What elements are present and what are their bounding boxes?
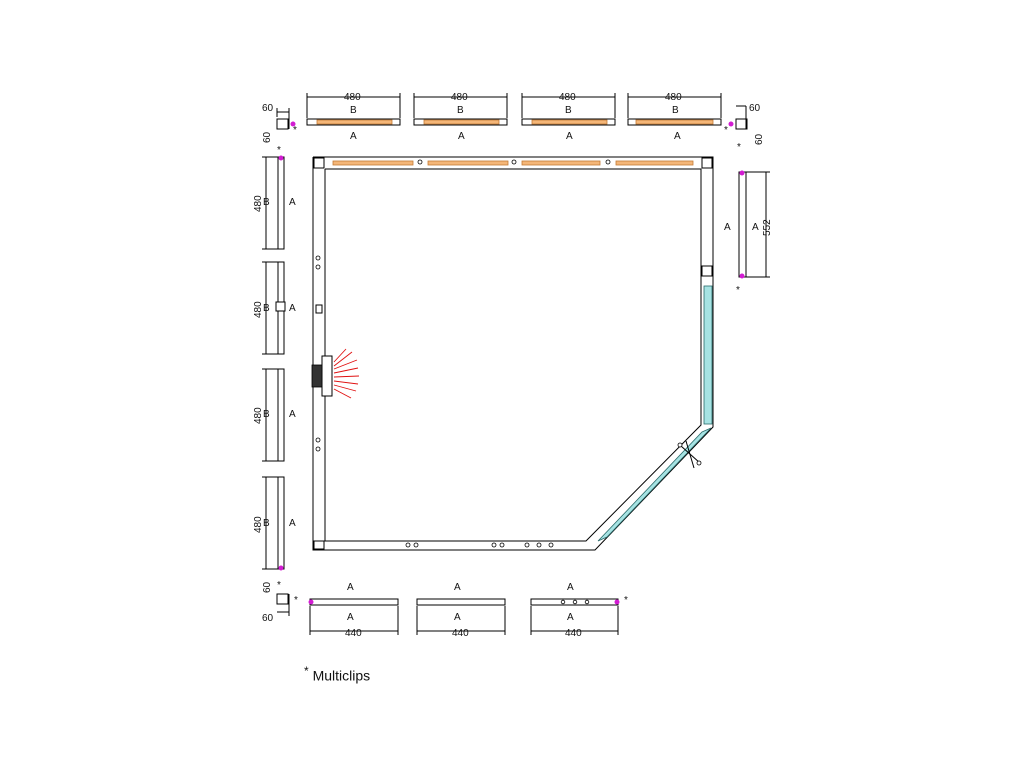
dim-480: 480 bbox=[253, 301, 264, 318]
multiclip-marker bbox=[728, 121, 734, 127]
star-mark: * bbox=[736, 285, 740, 296]
star-mark: * bbox=[737, 142, 741, 153]
top-panel-2: 480 B A bbox=[413, 92, 508, 142]
multiclip-marker bbox=[308, 599, 314, 605]
dim-60: 60 bbox=[262, 613, 274, 624]
label-a: A bbox=[567, 612, 574, 623]
dim-440: 440 bbox=[345, 628, 362, 639]
dim-480: 480 bbox=[253, 195, 264, 212]
label-b: B bbox=[457, 105, 464, 116]
left-panel-4: 480 B A bbox=[253, 476, 296, 571]
top-panel-3: 480 B A bbox=[521, 92, 616, 142]
dim-480: 480 bbox=[253, 516, 264, 533]
star-mark: * bbox=[277, 580, 281, 591]
door-handle bbox=[677, 440, 702, 469]
glass-panel-right bbox=[703, 285, 713, 425]
dim-60: 60 bbox=[262, 103, 274, 114]
label-a: A bbox=[458, 131, 465, 142]
glass-door-diagonal bbox=[597, 427, 712, 542]
top-left-corner-piece: 60 60 * bbox=[262, 103, 297, 143]
label-a: A bbox=[566, 131, 573, 142]
dim-440: 440 bbox=[565, 628, 582, 639]
left-panel-1: 480 B A bbox=[253, 155, 296, 250]
label-a: A bbox=[347, 582, 354, 593]
multiclip-marker bbox=[278, 155, 284, 161]
label-a: A bbox=[350, 131, 357, 142]
left-panel-3: 480 B A bbox=[253, 368, 296, 462]
multiclip-marker bbox=[739, 273, 745, 279]
star-mark: * bbox=[624, 595, 628, 606]
label-a: A bbox=[289, 303, 296, 314]
bottom-left-corner-piece: 60 60 * bbox=[262, 581, 298, 624]
dim-552: 552 bbox=[762, 219, 773, 236]
label-b: B bbox=[263, 197, 270, 208]
legend-text: Multiclips bbox=[312, 667, 371, 684]
dim-60: 60 bbox=[754, 133, 765, 145]
dim-480: 480 bbox=[665, 92, 682, 103]
dim-60: 60 bbox=[749, 103, 761, 114]
star-mark: * bbox=[293, 125, 297, 136]
label-b: B bbox=[672, 105, 679, 116]
multiclip-marker bbox=[278, 565, 284, 571]
label-a: A bbox=[567, 582, 574, 593]
dim-480: 480 bbox=[344, 92, 361, 103]
top-panel-row: 60 60 * 60 60 * 480 B A bbox=[262, 92, 765, 145]
dim-480: 480 bbox=[253, 407, 264, 424]
star-mark: * bbox=[277, 145, 281, 156]
top-panel-4: 480 B A bbox=[627, 92, 722, 142]
wood-strip bbox=[332, 160, 414, 166]
label-b: B bbox=[263, 409, 270, 420]
multiclip-marker bbox=[290, 121, 296, 127]
bottom-panel-row: 60 60 * A A 440 A A 440 A bbox=[262, 581, 628, 639]
star-mark: * bbox=[294, 595, 298, 606]
label-a: A bbox=[752, 222, 759, 233]
label-a: A bbox=[289, 518, 296, 529]
wood-strip bbox=[427, 160, 509, 166]
star-mark: * bbox=[724, 125, 728, 136]
dim-440: 440 bbox=[452, 628, 469, 639]
bottom-panel-2: A A 440 bbox=[416, 582, 506, 639]
heater bbox=[311, 348, 360, 399]
left-panel-column: * 480 B A 480 B A 480 B bbox=[253, 145, 296, 591]
top-panel-1: 480 B A bbox=[306, 92, 401, 142]
bottom-panel-1: A A 440 bbox=[308, 582, 399, 639]
label-b: B bbox=[565, 105, 572, 116]
top-right-corner-piece: 60 60 * bbox=[724, 103, 765, 145]
wood-strip bbox=[615, 160, 694, 166]
right-panel-552: 552 A * * bbox=[736, 142, 773, 296]
multiclip-marker bbox=[614, 599, 620, 605]
multiclip-marker bbox=[739, 170, 745, 176]
dim-60: 60 bbox=[262, 581, 273, 593]
label-b: B bbox=[263, 303, 270, 314]
dim-480: 480 bbox=[451, 92, 468, 103]
wood-strip bbox=[521, 160, 601, 166]
dim-60: 60 bbox=[262, 131, 273, 143]
label-a: A bbox=[724, 222, 731, 233]
label-a: A bbox=[674, 131, 681, 142]
label-b: B bbox=[263, 518, 270, 529]
left-panel-2: 480 B A bbox=[253, 261, 296, 355]
dim-480: 480 bbox=[559, 92, 576, 103]
label-a: A bbox=[347, 612, 354, 623]
label-a: A bbox=[289, 197, 296, 208]
cabin-floor-plan: A bbox=[311, 156, 731, 551]
label-a: A bbox=[289, 409, 296, 420]
label-b: B bbox=[350, 105, 357, 116]
label-a: A bbox=[454, 582, 461, 593]
label-a: A bbox=[454, 612, 461, 623]
legend-star: * bbox=[304, 664, 309, 678]
bottom-panel-3: A * A 440 bbox=[530, 582, 628, 639]
legend: * Multiclips bbox=[304, 664, 370, 684]
